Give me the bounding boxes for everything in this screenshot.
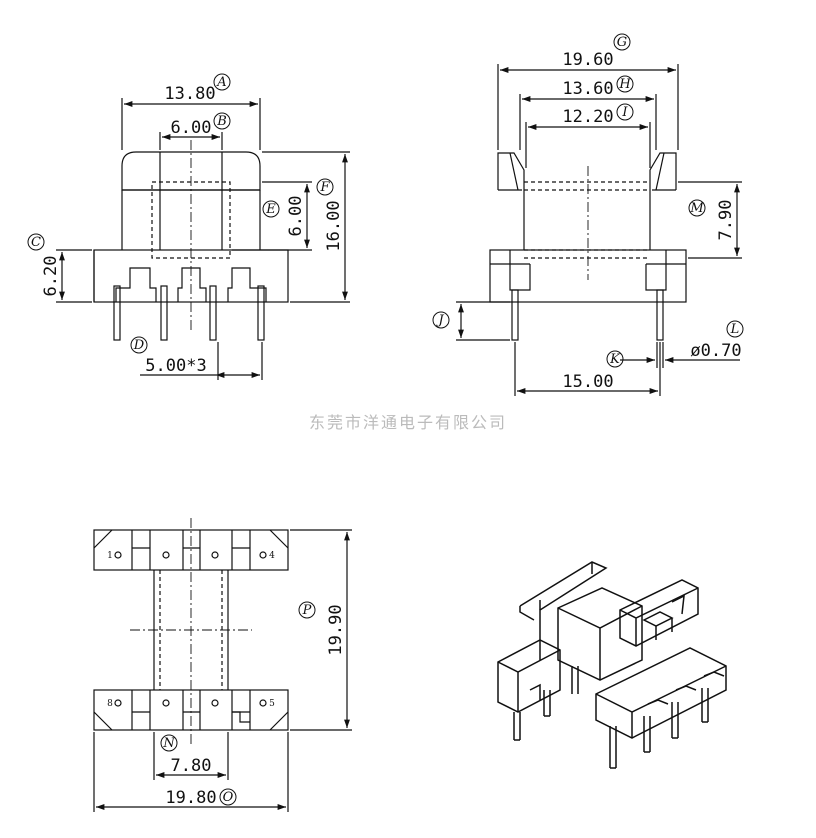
pin-number-1: 1: [107, 551, 113, 561]
dim-c-value: 6.20: [41, 256, 61, 297]
dim-p-value: 19.90: [326, 604, 346, 655]
dim-f-label: F: [319, 180, 330, 195]
dim-m-label: M: [689, 201, 704, 216]
dim-f-value: 16.00: [324, 200, 344, 251]
dim-o-value: 19.80: [165, 788, 216, 808]
pin-spacing-value: 15.00: [562, 372, 613, 392]
company-watermark: 东莞市洋通电子有限公司: [309, 413, 507, 432]
dim-i-value: 12.20: [562, 107, 613, 127]
dim-e-value: 6.00: [286, 196, 306, 237]
dim-n-label: N: [162, 736, 175, 751]
dim-o-label: O: [223, 790, 234, 805]
dim-m-value: 7.90: [716, 200, 736, 241]
dim-a-label: A: [216, 75, 226, 90]
pin-number-4: 4: [269, 551, 275, 561]
dim-d-value: 5.00*3: [145, 356, 206, 376]
pin-number-8: 8: [107, 699, 113, 709]
dim-p-label: P: [302, 603, 312, 618]
dim-a-value: 13.80: [164, 84, 215, 104]
bottom-view: [93, 518, 352, 812]
pin-number-5: 5: [269, 699, 275, 709]
front-view: [56, 98, 350, 380]
dim-b-value: 6.00: [171, 118, 212, 138]
dim-l-value: ø0.70: [690, 341, 741, 361]
dim-n-value: 7.80: [171, 756, 212, 776]
side-view: [456, 64, 742, 396]
dim-h-label: H: [618, 77, 631, 92]
dim-g-value: 19.60: [562, 50, 613, 70]
dim-i-label: I: [621, 105, 628, 120]
dim-e-label: E: [265, 202, 276, 217]
dim-j-label: J: [435, 313, 444, 328]
dim-g-label: G: [617, 35, 627, 50]
dim-h-value: 13.60: [562, 79, 613, 99]
dim-b-label: B: [216, 114, 227, 129]
dim-c-label: C: [31, 235, 41, 250]
dim-l-label: L: [730, 322, 740, 337]
isometric-view: [497, 561, 727, 769]
dim-d-label: D: [133, 338, 145, 353]
dim-k-label: K: [609, 352, 621, 367]
